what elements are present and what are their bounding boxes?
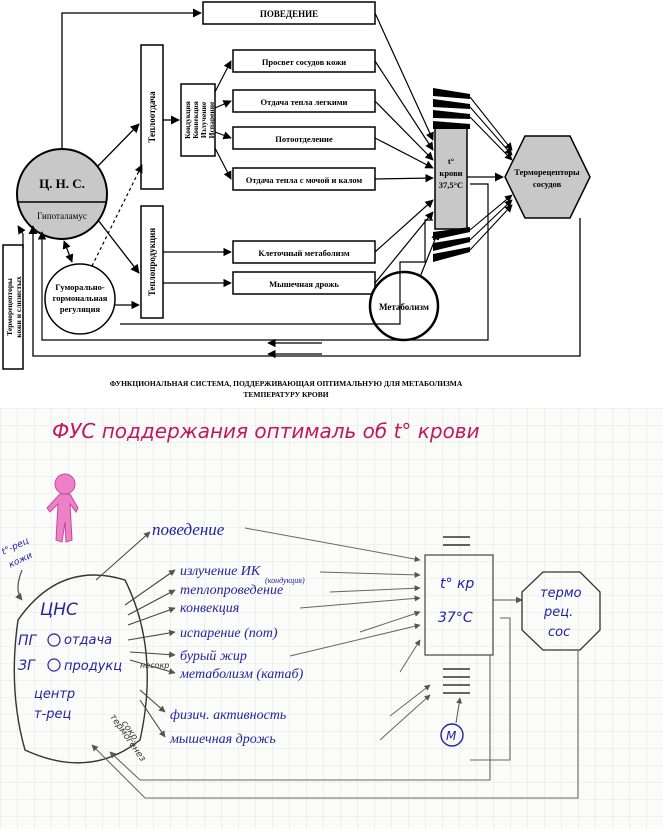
vessel-thermoreceptors-line2: сосудов <box>533 179 562 189</box>
notes-item: физич. активность <box>170 708 286 723</box>
caption-line1: ФУНКЦИОНАЛЬНАЯ СИСТЕМА, ПОДДЕРЖИВАЮЩАЯ О… <box>110 379 463 388</box>
notes-item: мышечная дрожь <box>169 732 276 747</box>
blood-t-value: 37,5°C <box>439 180 463 190</box>
humoral-line2: гормональная <box>53 293 108 303</box>
skin-receptors-line2: кожи и слизистых <box>14 276 23 338</box>
notes-thermo-line2: рец. <box>543 605 573 620</box>
mechanism-item: Излучение <box>199 101 208 138</box>
printed-diagram: Ц. Н. С. Гипоталамус ПОВЕДЕНИЕ Теплоотда… <box>2 1 591 399</box>
effector-label: Потоотделение <box>275 134 333 144</box>
notes-m: М <box>446 729 457 743</box>
humoral-circle <box>44 263 116 335</box>
notes-item: излучение ИК <box>180 564 261 579</box>
notes-pg: ПГ <box>18 633 38 649</box>
notes-m-circle <box>440 723 464 747</box>
notes-blood-t: t° кр <box>440 576 474 592</box>
notes-neokr: несокр <box>140 661 169 670</box>
cns-label: Ц. Н. С. <box>39 176 85 191</box>
effector-label: Мышечная дрожь <box>269 279 339 289</box>
heat-production-box <box>140 205 164 319</box>
vessel-thermoreceptors <box>504 135 591 219</box>
effector-label: Просвет сосудов кожи <box>262 57 346 67</box>
notes-otdacha: отдача <box>64 633 112 648</box>
notes-thermo-line3: сос <box>548 625 570 640</box>
notes-center-line2: т-рец <box>34 707 72 722</box>
notes-produkts: продукц <box>64 659 122 674</box>
notes-thermo-line1: термо <box>540 586 582 601</box>
mechanism-item: Конвекция <box>191 101 200 139</box>
effector-label: Клеточный метаболизм <box>258 248 349 258</box>
skin-receptors-line1: Терморецепторы <box>5 278 14 336</box>
heat-loss-box <box>140 44 164 190</box>
metabolism-label: Метаболизм <box>379 302 429 312</box>
heat-production-label: Теплопродукция <box>147 228 157 296</box>
effector-label: Отдача тепла с мочой и калом <box>246 175 363 185</box>
notes-item: бурый жир <box>180 649 247 664</box>
mechanism-item: Кондукция <box>183 101 192 139</box>
mechanisms-box <box>180 83 216 157</box>
blood-t-word: крови <box>439 168 462 178</box>
blood-temp-box <box>434 124 468 230</box>
humoral-line1: Гуморально- <box>55 282 105 292</box>
notes-blood-box <box>424 554 494 656</box>
notes-item: теплопроведение <box>180 583 283 598</box>
notes-title: ФУС поддержания оптималь об t° крови <box>52 419 480 443</box>
notes-behavior: поведение <box>152 520 225 539</box>
notes-cns: ЦНС <box>40 600 78 620</box>
human-figure-icon <box>46 473 79 543</box>
skin-receptors-box <box>2 244 24 370</box>
hypothalamus-label: Гипоталамус <box>37 211 87 221</box>
notes-item: испарение (пот) <box>180 626 278 641</box>
vessel-thermoreceptors-line1: Терморецепторы <box>514 167 580 177</box>
disturbance-wedges <box>433 88 470 262</box>
notes-item: метаболизм (катаб) <box>179 667 304 682</box>
heat-loss-label: Теплоотдача <box>147 91 157 143</box>
humoral-line3: регуляция <box>60 304 101 314</box>
notes-center-line1: центр <box>34 687 75 702</box>
effector-label: Отдача тепла легкими <box>261 97 348 107</box>
notes-thermo-octagon <box>521 571 601 651</box>
notebook-sketch: ФУС поддержания оптималь об t° крови t°-… <box>0 408 663 829</box>
notes-blood-value: 37°C <box>438 610 473 626</box>
notes-kondukcia: (кондукция) <box>265 576 305 585</box>
notes-cns-shape <box>13 574 148 764</box>
behavior-label: ПОВЕДЕНИЕ <box>260 9 318 19</box>
cns-circle <box>16 148 108 240</box>
notes-item: конвекция <box>180 601 239 616</box>
blood-t-symbol: t° <box>448 156 454 166</box>
caption-line2: ТЕМПЕРАТУРУ КРОВИ <box>243 390 328 399</box>
mechanism-item: Испарение <box>207 101 216 138</box>
notes-zg: ЗГ <box>18 658 36 674</box>
